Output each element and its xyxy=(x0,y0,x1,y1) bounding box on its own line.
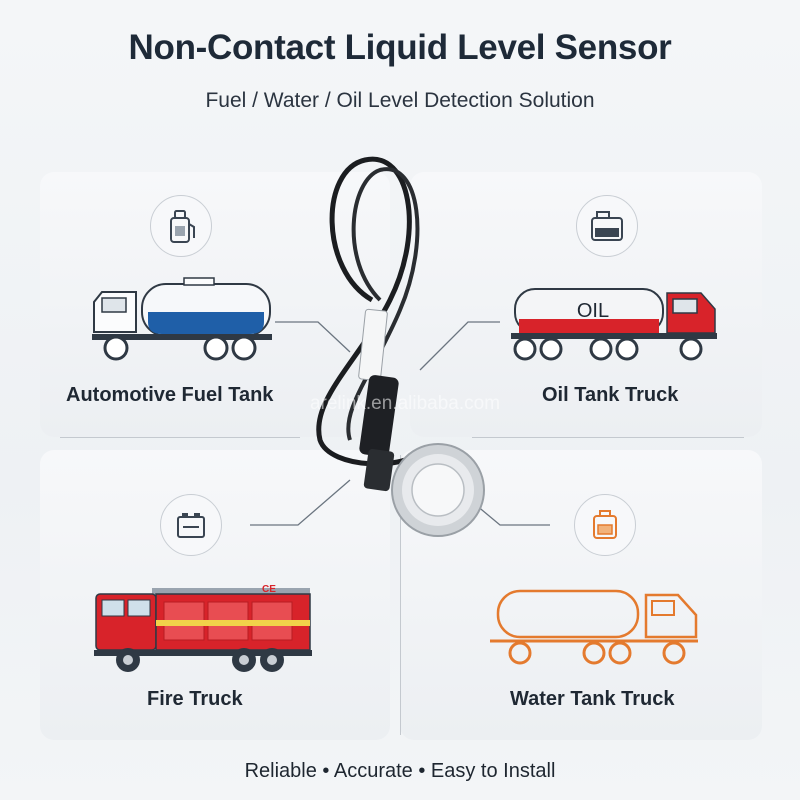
divider-top-left xyxy=(60,437,300,438)
fuel-tank-truck-illustration xyxy=(92,277,272,361)
page-subtitle: Fuel / Water / Oil Level Detection Solut… xyxy=(205,89,595,112)
water-tank-truck-illustration xyxy=(490,589,698,665)
footer-tagline: Reliable • Accurate • Easy to Install xyxy=(244,760,556,782)
divider-vertical xyxy=(400,455,401,735)
orange-tank-icon xyxy=(574,494,636,556)
label-water-tank-truck: Water Tank Truck xyxy=(510,688,675,710)
fire-truck-badge-text: CE xyxy=(262,584,276,595)
label-fire-truck: Fire Truck xyxy=(147,688,243,710)
tank-oil-text: OIL xyxy=(577,300,609,322)
oil-tank-icon xyxy=(576,195,638,257)
fuel-canister-icon xyxy=(150,195,212,257)
label-oil-tank-truck: Oil Tank Truck xyxy=(542,384,679,406)
divider-top-right xyxy=(472,437,744,438)
page-title: Non-Contact Liquid Level Sensor xyxy=(128,28,672,67)
battery-tank-icon xyxy=(160,494,222,556)
label-automotive-fuel-tank: Automotive Fuel Tank xyxy=(66,384,274,406)
watermark-text: arelink.en.alibaba.com xyxy=(310,393,500,414)
liquid-level-sensor-photo: arelink.en.alibaba.com xyxy=(310,156,500,537)
fire-truck-illustration: CE xyxy=(94,584,312,672)
oil-tank-truck-illustration: OIL xyxy=(511,288,717,361)
